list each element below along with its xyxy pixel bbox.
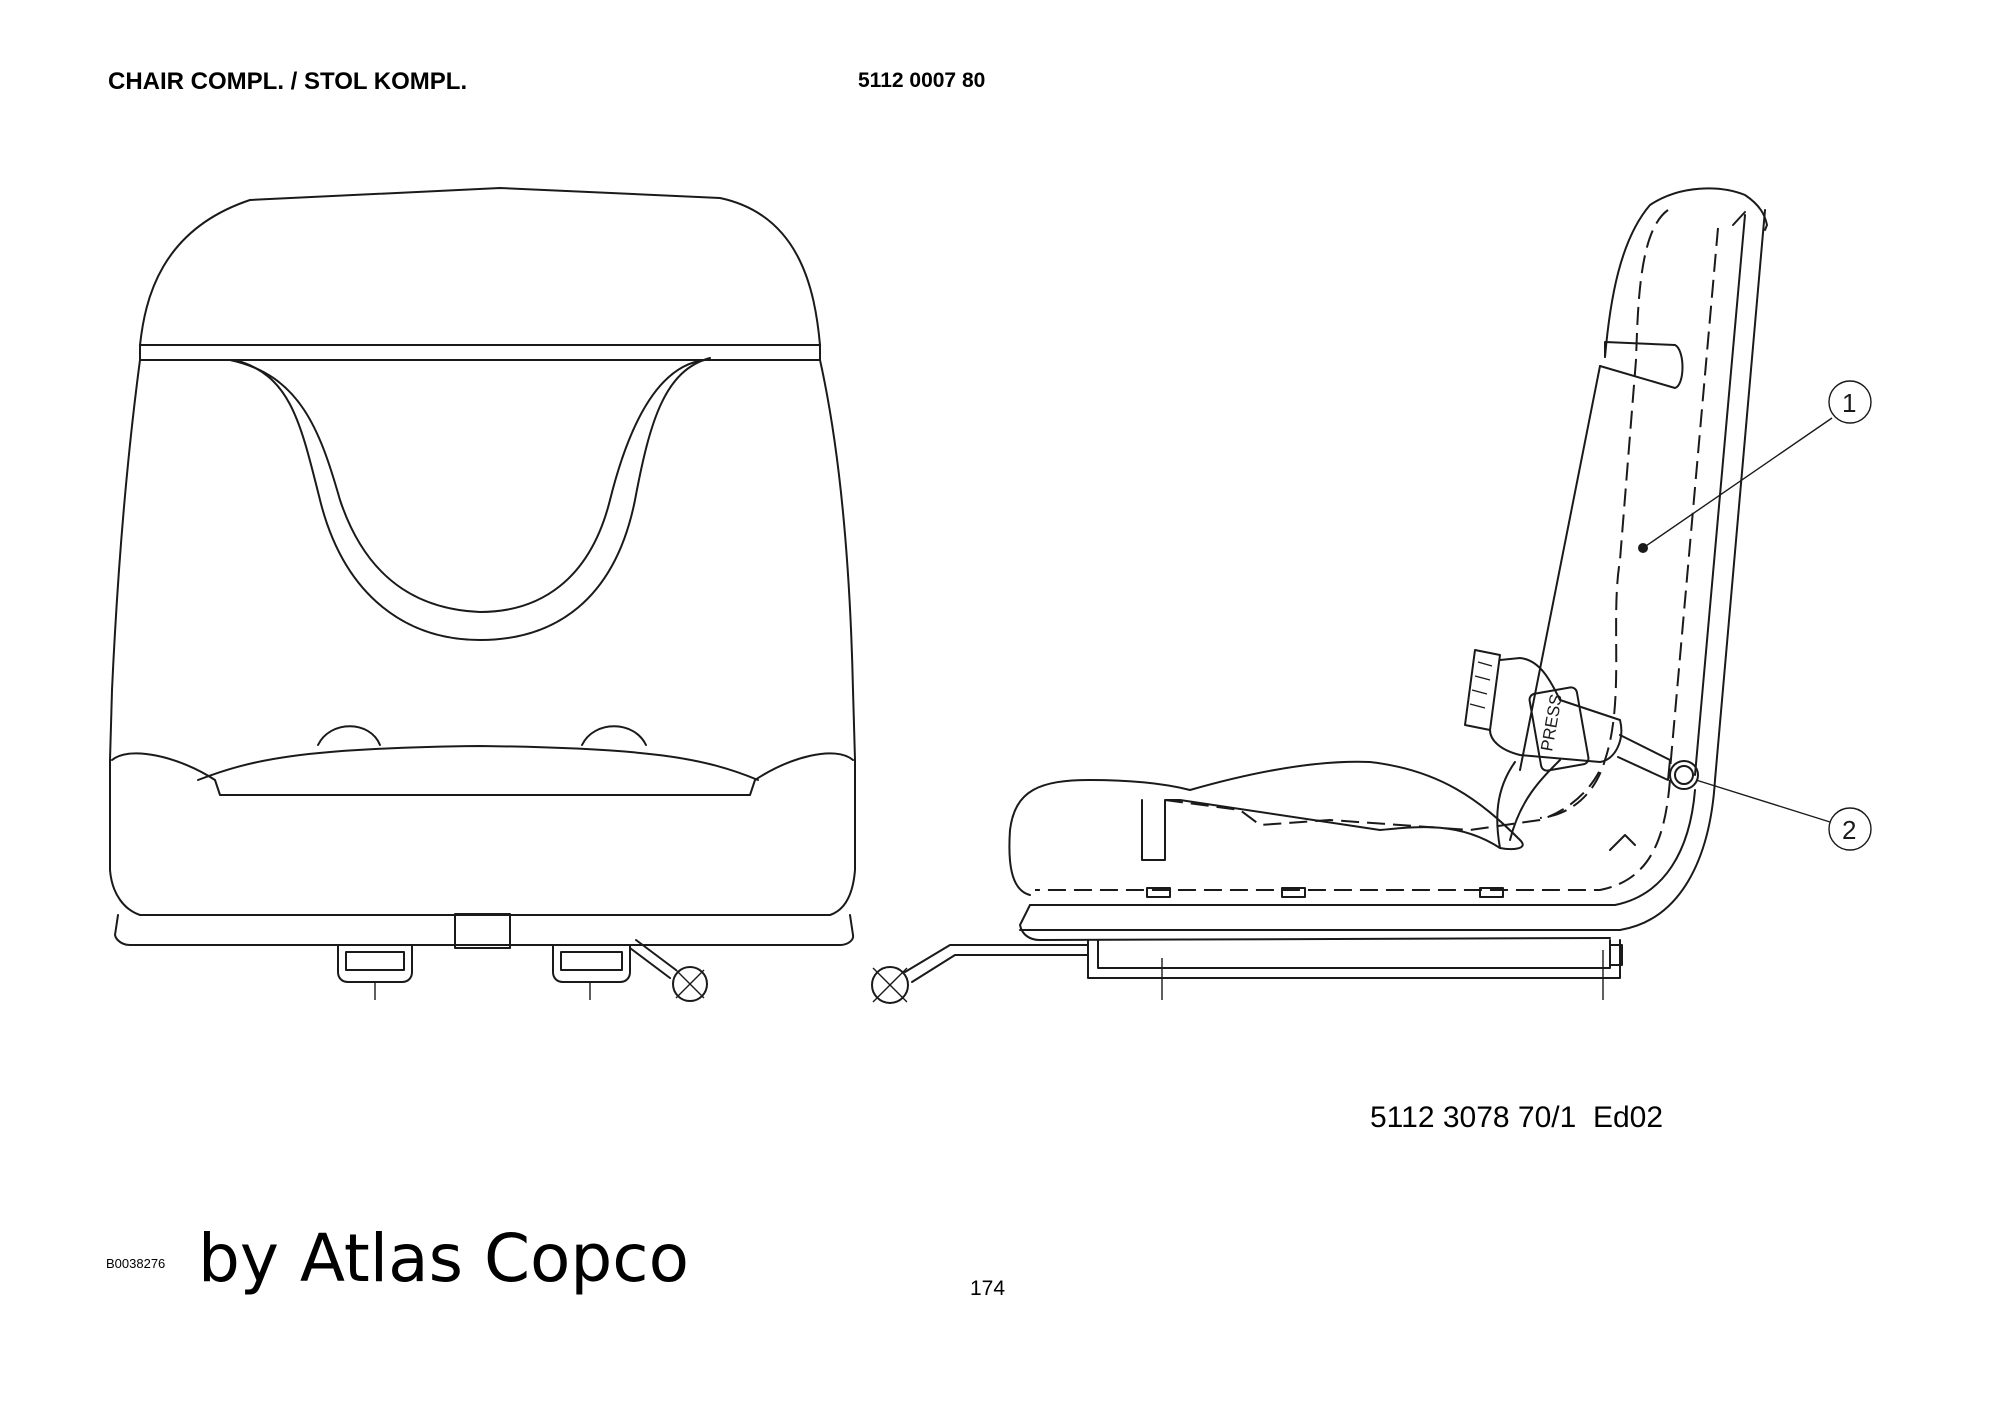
- callout-2-label: 2: [1842, 815, 1856, 845]
- callout-1-label: 1: [1842, 388, 1856, 418]
- buckle-label: PRESS: [1537, 693, 1566, 753]
- page-number: 174: [970, 1277, 1006, 1300]
- callout-2: 2: [1695, 779, 1872, 851]
- drawing-number: 5112 3078 70/1 Ed02: [1370, 1101, 1664, 1134]
- page-title: CHAIR COMPL. / STOL KOMPL.: [108, 68, 468, 95]
- brand-text: by Atlas Copco: [198, 1220, 689, 1297]
- chair-side-view: PRESS: [871, 187, 1768, 1004]
- image-code: B0038276: [106, 1256, 166, 1271]
- callout-1: 1: [1638, 380, 1872, 553]
- part-number: 5112 0007 80: [858, 69, 986, 92]
- chair-front-view: [109, 187, 856, 1002]
